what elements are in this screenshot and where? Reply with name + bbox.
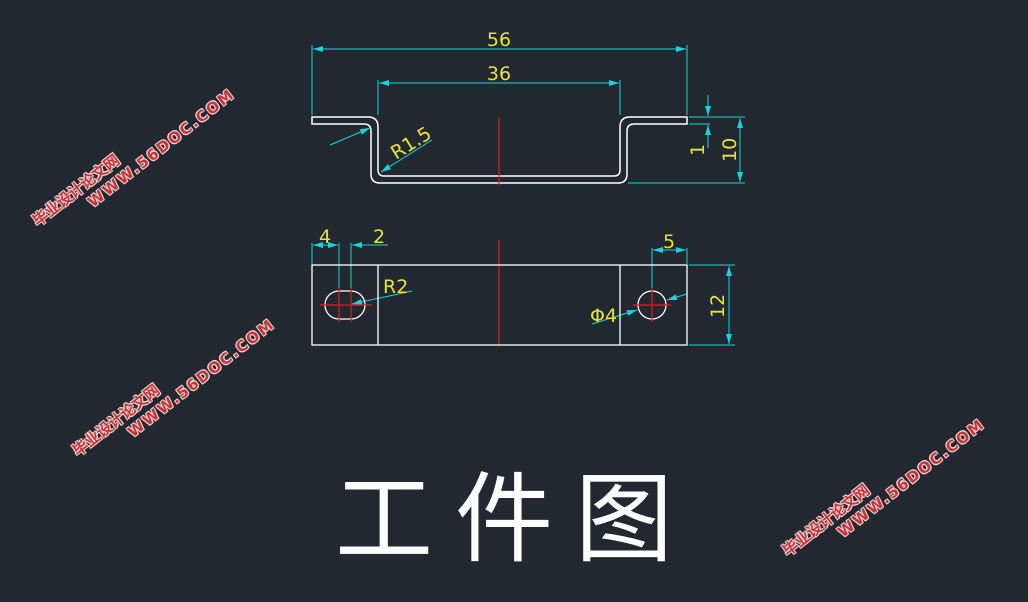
drawing-title: 工件图 xyxy=(335,463,696,577)
dim-width: 12 xyxy=(707,294,729,318)
dimension-lines xyxy=(311,45,745,346)
dim-slot-length: 2 xyxy=(373,226,385,248)
dim-hole-offset: 5 xyxy=(663,231,675,253)
dim-hole-diameter: Φ4 xyxy=(590,305,617,327)
dim-inner-length: 36 xyxy=(487,63,511,85)
dim-overall-length: 56 xyxy=(487,29,511,51)
dim-slot-radius: R2 xyxy=(383,276,408,298)
profile-outline xyxy=(311,116,688,184)
dim-bend-radius: R1.5 xyxy=(387,123,435,165)
dim-height: 10 xyxy=(719,138,741,162)
dim-slot-offset: 4 xyxy=(319,226,331,248)
hole-centerlines xyxy=(320,288,671,322)
dim-thickness: 1 xyxy=(687,144,709,156)
